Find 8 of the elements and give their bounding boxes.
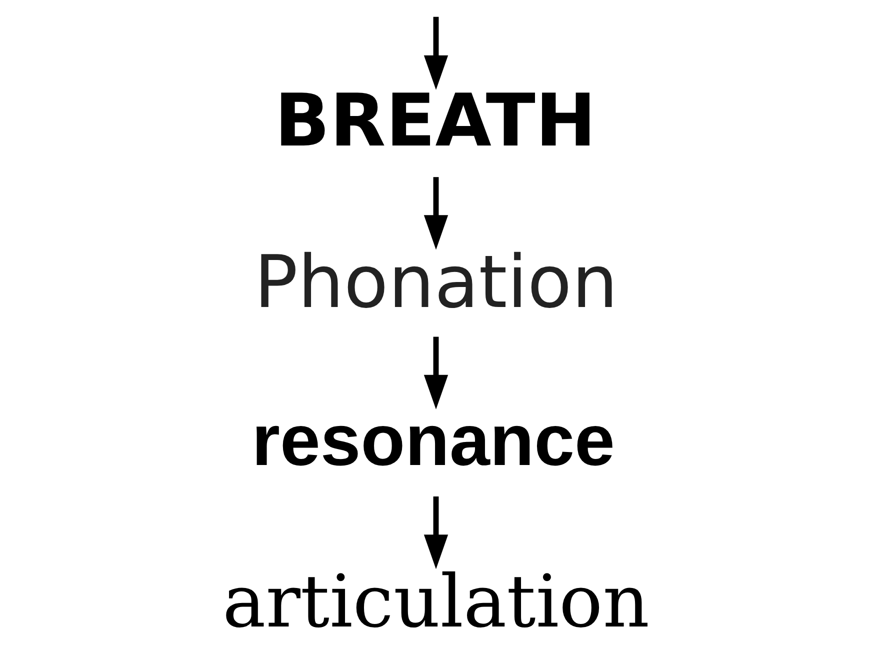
- node-text: Phonation: [254, 241, 618, 326]
- node-text: resonance: [251, 400, 614, 481]
- arrow: [423, 177, 448, 250]
- arrow: [423, 496, 448, 570]
- node-text: articulation: [222, 560, 650, 644]
- node-text: BREATH: [274, 80, 596, 164]
- arrow: [423, 16, 448, 90]
- arrow: [423, 336, 448, 410]
